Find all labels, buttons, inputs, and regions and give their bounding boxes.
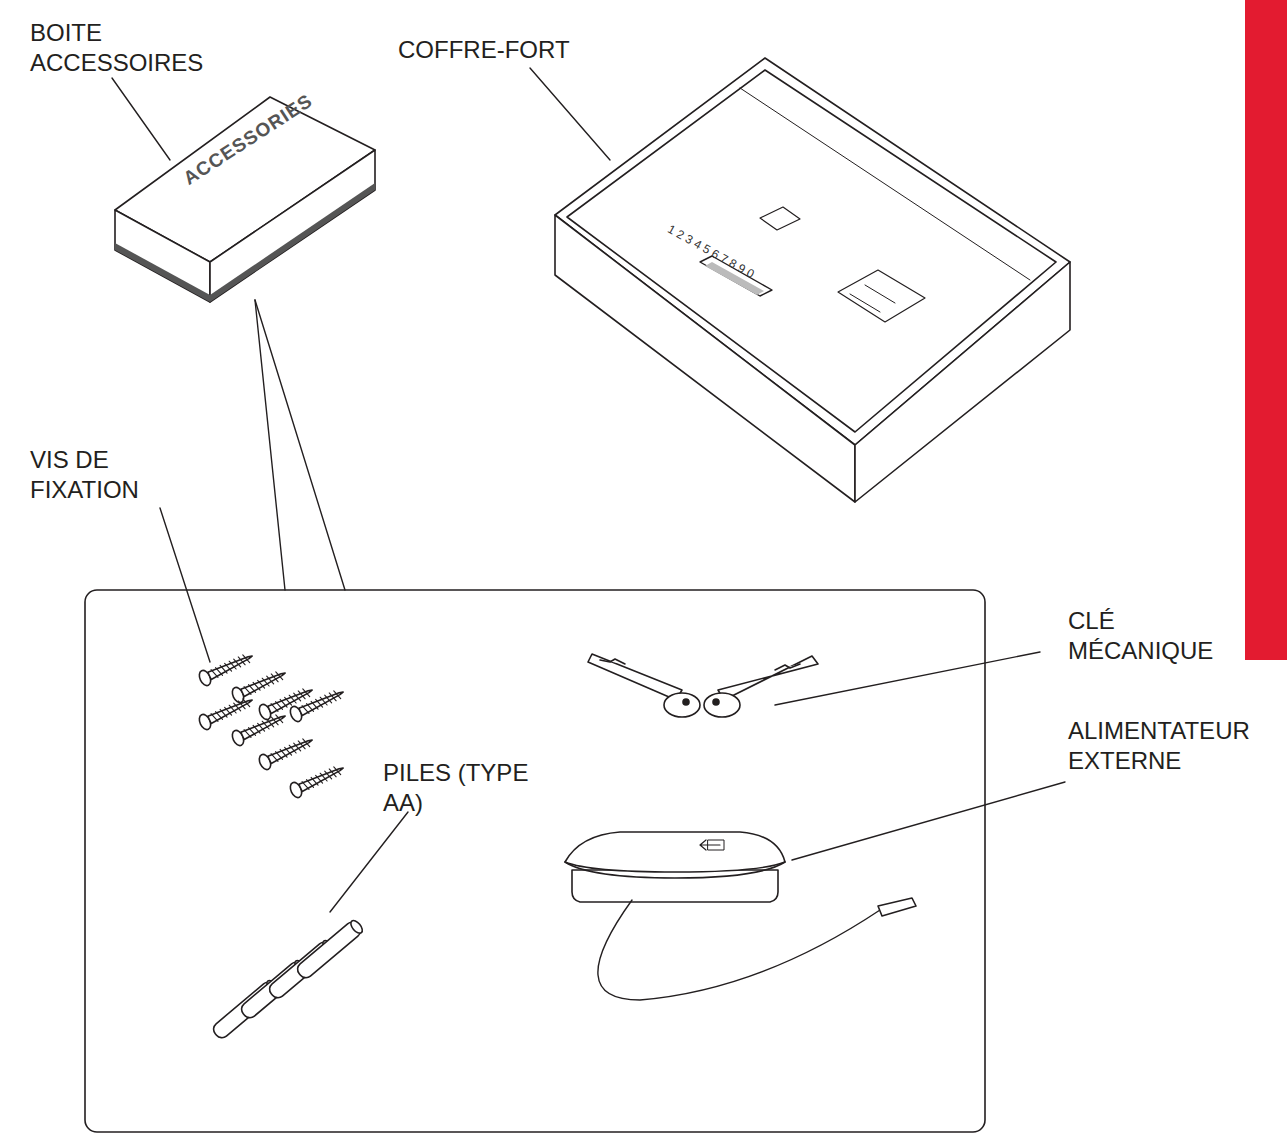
- info-plate: [838, 270, 925, 322]
- screw: [288, 685, 346, 724]
- screw: [197, 649, 255, 688]
- screw: [257, 683, 315, 722]
- inset-panel: [85, 590, 985, 1132]
- screw: [257, 733, 315, 772]
- part-label: VIS DE FIXATION: [30, 445, 190, 505]
- screw: [230, 709, 288, 748]
- display: [760, 207, 800, 230]
- part-label: BOITE ACCESSOIRES: [30, 18, 230, 78]
- batteries: [211, 918, 365, 1040]
- part-label: ALIMENTATEUR EXTERNE: [1068, 716, 1280, 776]
- screw: [288, 761, 346, 800]
- power-supply: [565, 832, 916, 1000]
- part-label: COFFRE-FORT: [398, 35, 598, 65]
- keys: [588, 654, 818, 717]
- screws: [197, 649, 346, 800]
- accessory-box: [115, 97, 375, 302]
- screw: [230, 666, 288, 705]
- aa-battery: [295, 918, 365, 980]
- part-label: PILES (TYPE AA): [383, 758, 553, 818]
- part-label: CLÉ MÉCANIQUE: [1068, 606, 1238, 666]
- safe: [555, 58, 1070, 502]
- leader-lines: [112, 68, 1065, 912]
- screw: [197, 693, 255, 732]
- red-tab: [1245, 0, 1287, 660]
